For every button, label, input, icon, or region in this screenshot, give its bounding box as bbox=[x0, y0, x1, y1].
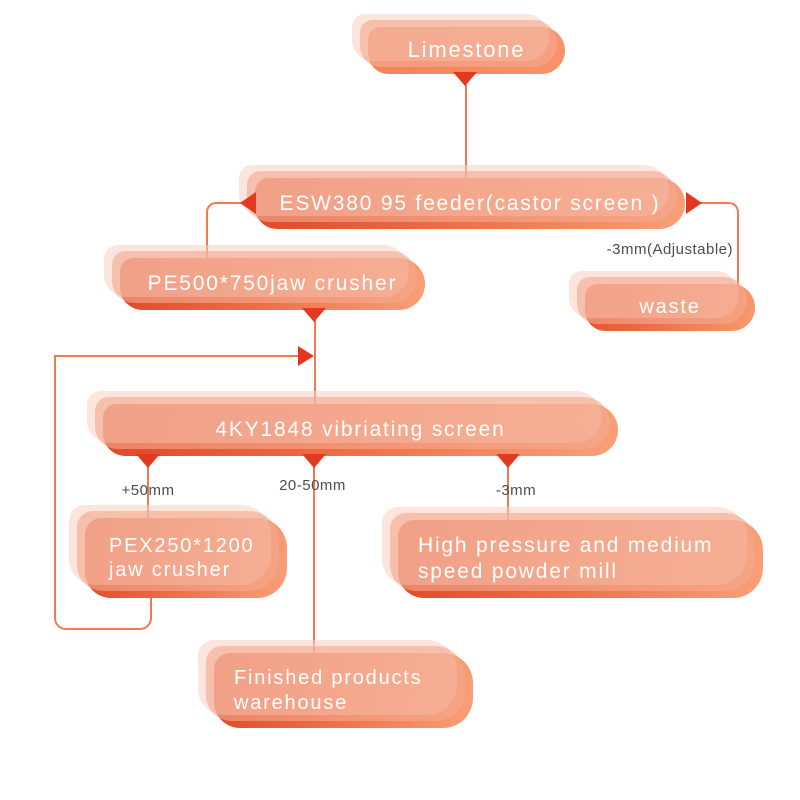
node-feeder: ESW380 95 feeder(castor screen ) bbox=[255, 178, 685, 229]
node-vibrating-screen: 4KY1848 vibriating screen bbox=[103, 404, 618, 456]
arrow-right-loop-icon bbox=[298, 346, 314, 366]
node-waste: waste bbox=[585, 284, 755, 331]
node-finished-warehouse: Finished products warehouse bbox=[214, 653, 473, 728]
edge-label-minus3mm: -3mm bbox=[495, 482, 537, 499]
node-pex-jaw-crusher-label: PEX250*1200 jaw crusher bbox=[109, 534, 255, 581]
arrow-right-feeder-icon bbox=[686, 192, 702, 214]
node-powder-mill-label: High pressure and medium speed powder mi… bbox=[418, 534, 714, 583]
arrow-down-screen-right-icon bbox=[496, 454, 520, 468]
node-feeder-label: ESW380 95 feeder(castor screen ) bbox=[279, 191, 661, 215]
connector-feeder-waste bbox=[700, 202, 739, 287]
connector-screen-warehouse bbox=[313, 466, 315, 653]
edge-label-plus50mm: +50mm bbox=[121, 482, 175, 499]
node-vibrating-screen-label: 4KY1848 vibriating screen bbox=[215, 418, 506, 442]
arrow-left-feeder-icon bbox=[240, 192, 256, 214]
node-limestone: Limestone bbox=[368, 27, 565, 74]
arrow-down-limestone-icon bbox=[453, 72, 477, 86]
edge-label-20-50mm: 20-50mm bbox=[279, 477, 346, 494]
connector-feeder-pecrusher bbox=[206, 202, 242, 260]
node-waste-label: waste bbox=[639, 296, 701, 319]
connector-loop-bottom bbox=[54, 595, 152, 630]
node-pe-jaw-crusher: PE500*750jaw crusher bbox=[120, 258, 425, 310]
node-powder-mill: High pressure and medium speed powder mi… bbox=[398, 520, 763, 598]
connector-loop-left bbox=[54, 356, 56, 597]
node-pex-jaw-crusher: PEX250*1200 jaw crusher bbox=[85, 518, 287, 598]
connector-limestone-feeder bbox=[465, 84, 467, 178]
connector-screen-pex bbox=[147, 466, 149, 518]
connector-pecrusher-screen bbox=[314, 320, 316, 404]
node-finished-warehouse-label: Finished products warehouse bbox=[234, 667, 423, 714]
connector-screen-mill bbox=[507, 466, 509, 521]
arrow-down-pecrusher-icon bbox=[302, 308, 326, 322]
connector-loop-top bbox=[54, 355, 299, 357]
arrow-down-screen-mid-icon bbox=[302, 454, 326, 468]
arrow-down-screen-left-icon bbox=[136, 454, 160, 468]
node-pe-jaw-crusher-label: PE500*750jaw crusher bbox=[147, 272, 398, 296]
edge-label-adjustable: -3mm(Adjustable) bbox=[606, 241, 733, 258]
node-limestone-label: Limestone bbox=[407, 37, 526, 63]
